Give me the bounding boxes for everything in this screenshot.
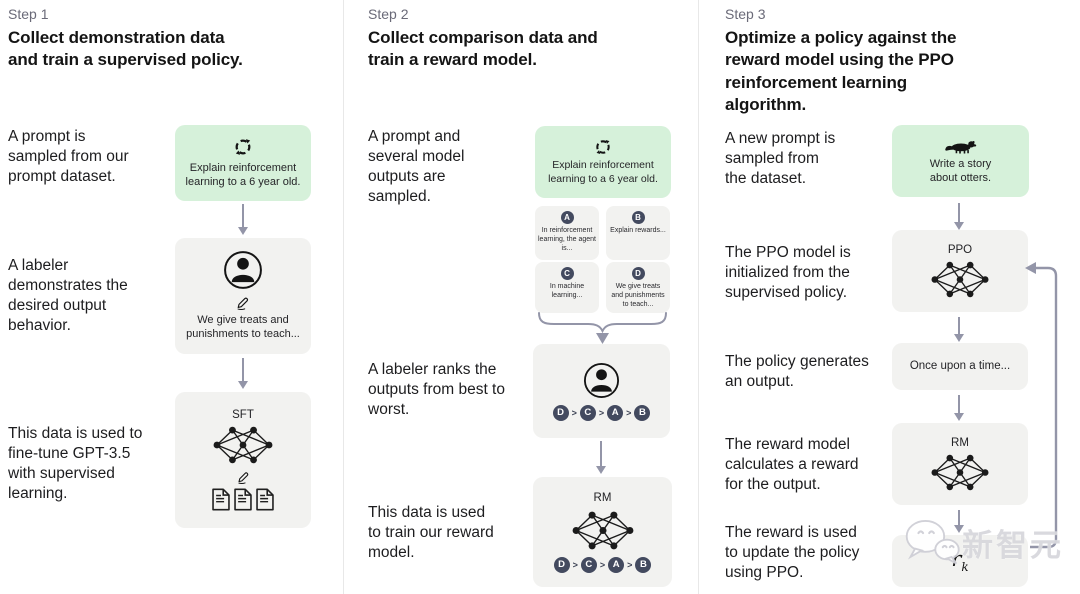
rm-label: RM (951, 436, 969, 449)
neural-net-icon (571, 510, 635, 551)
rank-separator: > (571, 407, 577, 418)
output-card-text: We give treats and punishments to teach.… (611, 283, 665, 308)
arrow-down-icon (242, 358, 244, 382)
step2-heading: Collect comparison data and train a rewa… (368, 28, 598, 70)
step3-para-1: A new prompt is sampled from the dataset… (725, 130, 836, 188)
arrow-down-icon (958, 395, 960, 414)
watermark-text: 新智元 (962, 527, 1064, 563)
rank-badge: A (607, 404, 624, 421)
output-card-c: C In machine learning... (535, 262, 599, 313)
doc-icon (211, 488, 231, 511)
wechat-icon (902, 516, 962, 568)
rank-badge: B (635, 556, 652, 573)
step2-label: Step 2 (368, 6, 409, 22)
ranking-row: D > C > A > B (552, 404, 651, 421)
step2-prompt-box: Explain reinforcement learning to a 6 ye… (535, 126, 671, 198)
sft-label: SFT (232, 409, 254, 421)
refresh-icon (594, 138, 612, 156)
step2-labeler-box: D > C > A > B (533, 344, 670, 438)
rank-separator: > (572, 559, 578, 570)
refresh-icon (233, 137, 253, 157)
step3-prompt-box: Write a story about otters. (892, 125, 1029, 197)
feedback-loop-arrow-icon (1025, 262, 1058, 549)
step3-para-5: The reward is used to update the policy … (725, 524, 860, 582)
pen-icon (236, 469, 251, 484)
step2-para-3: This data is used to train our reward mo… (368, 504, 494, 562)
neural-net-icon (212, 425, 274, 465)
neural-net-icon (930, 260, 990, 299)
ppo-label: PPO (947, 243, 973, 256)
doc-icon (255, 488, 275, 511)
rank-separator: > (598, 407, 605, 418)
rank-separator: > (599, 559, 606, 570)
rank-separator: > (627, 559, 633, 570)
step3-output-box: Once upon a time... (892, 343, 1028, 390)
letter-badge: D (631, 267, 645, 280)
neural-net-icon (930, 453, 990, 492)
rank-badge: D (553, 556, 570, 573)
letter-badge: B (631, 211, 645, 224)
step1-para-2: A labeler demonstrates the desired outpu… (8, 257, 128, 335)
step1-para-1: A prompt is sampled from our prompt data… (8, 128, 129, 186)
rank-badge: A (608, 556, 625, 573)
step3-para-3: The policy generates an output. (725, 353, 869, 391)
letter-badge: A (560, 211, 574, 224)
step3-heading: Optimize a policy against the reward mod… (725, 28, 957, 115)
step1-label: Step 1 (8, 6, 49, 22)
step3-ppo-box: PPO (892, 230, 1028, 312)
arrow-down-icon (242, 204, 244, 228)
step1-heading: Collect demonstration data and train a s… (8, 28, 243, 70)
pen-icon (235, 294, 251, 310)
merge-brace-arrow-icon (538, 312, 667, 344)
step1-prompt-box: Explain reinforcement learning to a 6 ye… (175, 125, 311, 201)
step2-para-2: A labeler ranks the outputs from best to… (368, 361, 505, 419)
reward-symbol-r: r (951, 547, 962, 572)
output-card-a: A In reinforcement learning, the agent i… (535, 206, 599, 260)
step1-sft-box: SFT (175, 392, 311, 528)
rank-badge: C (580, 556, 597, 573)
rm-label: RM (593, 491, 612, 504)
output-box-text: Once upon a time... (909, 360, 1011, 373)
output-card-text: Explain rewards... (610, 227, 666, 234)
person-icon (583, 362, 620, 399)
output-card-d: D We give treats and punishments to teac… (606, 262, 670, 313)
step2-rm-box: RM D > C > A > B (533, 477, 672, 587)
rank-separator: > (626, 407, 632, 418)
prompt-box-text: Explain reinforcement learning to a 6 ye… (185, 161, 301, 188)
step3-para-2: The PPO model is initialized from the su… (725, 244, 851, 302)
documents-row (211, 488, 275, 511)
rank-badge: B (634, 404, 651, 421)
letter-badge: C (560, 267, 574, 280)
arrow-down-icon (958, 510, 960, 526)
column-divider-1 (343, 0, 344, 594)
step1-para-3: This data is used to fine-tune GPT-3.5 w… (8, 425, 143, 503)
output-card-text: In reinforcement learning, the agent is.… (538, 227, 596, 252)
rank-badge: C (579, 404, 596, 421)
arrow-down-icon (958, 317, 960, 335)
person-icon (223, 250, 263, 290)
prompt-box-text: Write a story about otters. (929, 157, 992, 184)
rank-badge: D (552, 404, 569, 421)
step2-para-1: A prompt and several model outputs are s… (368, 128, 465, 206)
prompt-box-text: Explain reinforcement learning to a 6 ye… (548, 159, 658, 185)
reward-symbol-k: k (961, 560, 969, 575)
output-card-b: B Explain rewards... (606, 206, 670, 260)
step3-rm-box: RM (892, 423, 1028, 505)
step3-label: Step 3 (725, 6, 766, 22)
reward-symbol: rk (951, 547, 968, 574)
step3-para-4: The reward model calculates a reward for… (725, 436, 859, 494)
output-card-text: In machine learning... (549, 283, 585, 299)
ranking-row: D > C > A > B (553, 556, 652, 573)
doc-icon (233, 488, 253, 511)
step1-labeler-box: We give treats and punishments to teach.… (175, 238, 311, 354)
column-divider-2 (698, 0, 699, 594)
otter-icon (944, 137, 978, 155)
labeler-box-text: We give treats and punishments to teach.… (186, 314, 300, 340)
arrow-down-icon (958, 203, 960, 223)
arrow-down-icon (600, 441, 602, 467)
watermark: 新智元 (902, 516, 1064, 568)
